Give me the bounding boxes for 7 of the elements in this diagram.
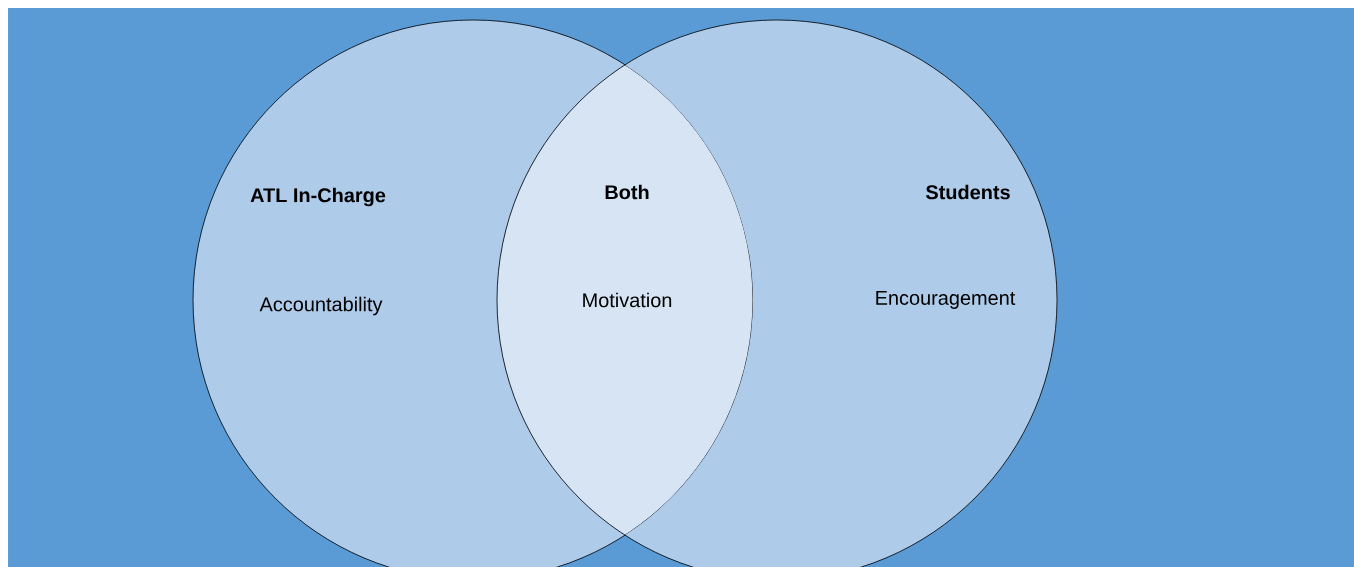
heading: Students [925,184,1010,200]
label: Accountability [259,296,383,316]
label: Motivation [583,292,672,308]
heading: ATL In-Charge [250,187,386,207]
heading: Both [605,184,649,200]
overlap-region [497,64,753,536]
label: Encouragement [876,291,1016,309]
